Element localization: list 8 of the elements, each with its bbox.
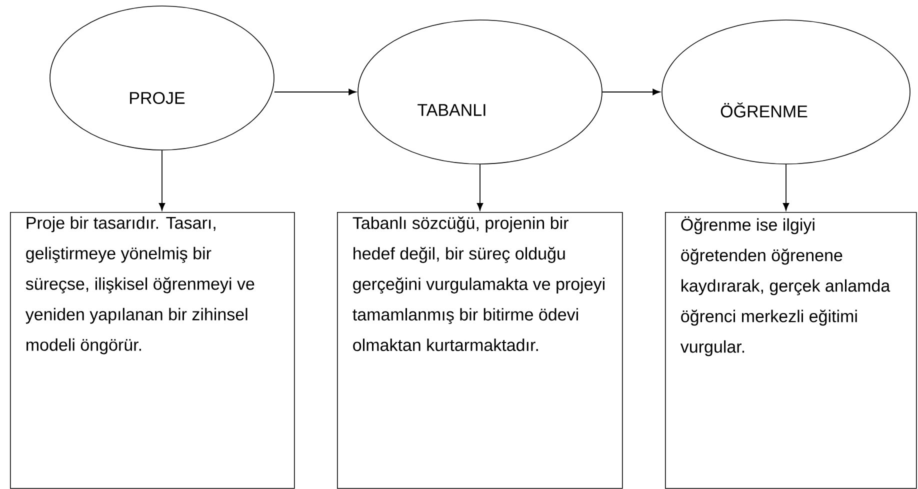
text-box: Öğrenme ise ilgiyi öğretenden öğrenene kaydırarak, gerçek anlamda öğrenci merkezli eğitimi vurgular.	[665, 212, 917, 489]
arrow	[158, 150, 166, 211]
text-box: Tabanlı sözcüğü, projenin bir hedef değil, bir süreç olduğu gerçeğini vurgulamakta ve projeyi tamamlanmış bir bitirme ödevi olmaktan kurtarmaktadır.	[337, 212, 623, 489]
arrow	[602, 88, 660, 96]
text-box: Proje bir tasarıdır. Tasarı, geliştirmeye yönelmiş bir süreçse, ilişkisel öğrenmeyi ve yeniden yapılanan bir zihinsel modeli öngörür.	[10, 212, 295, 489]
arrow	[274, 88, 356, 96]
arrow	[782, 164, 790, 211]
arrow	[476, 164, 484, 211]
